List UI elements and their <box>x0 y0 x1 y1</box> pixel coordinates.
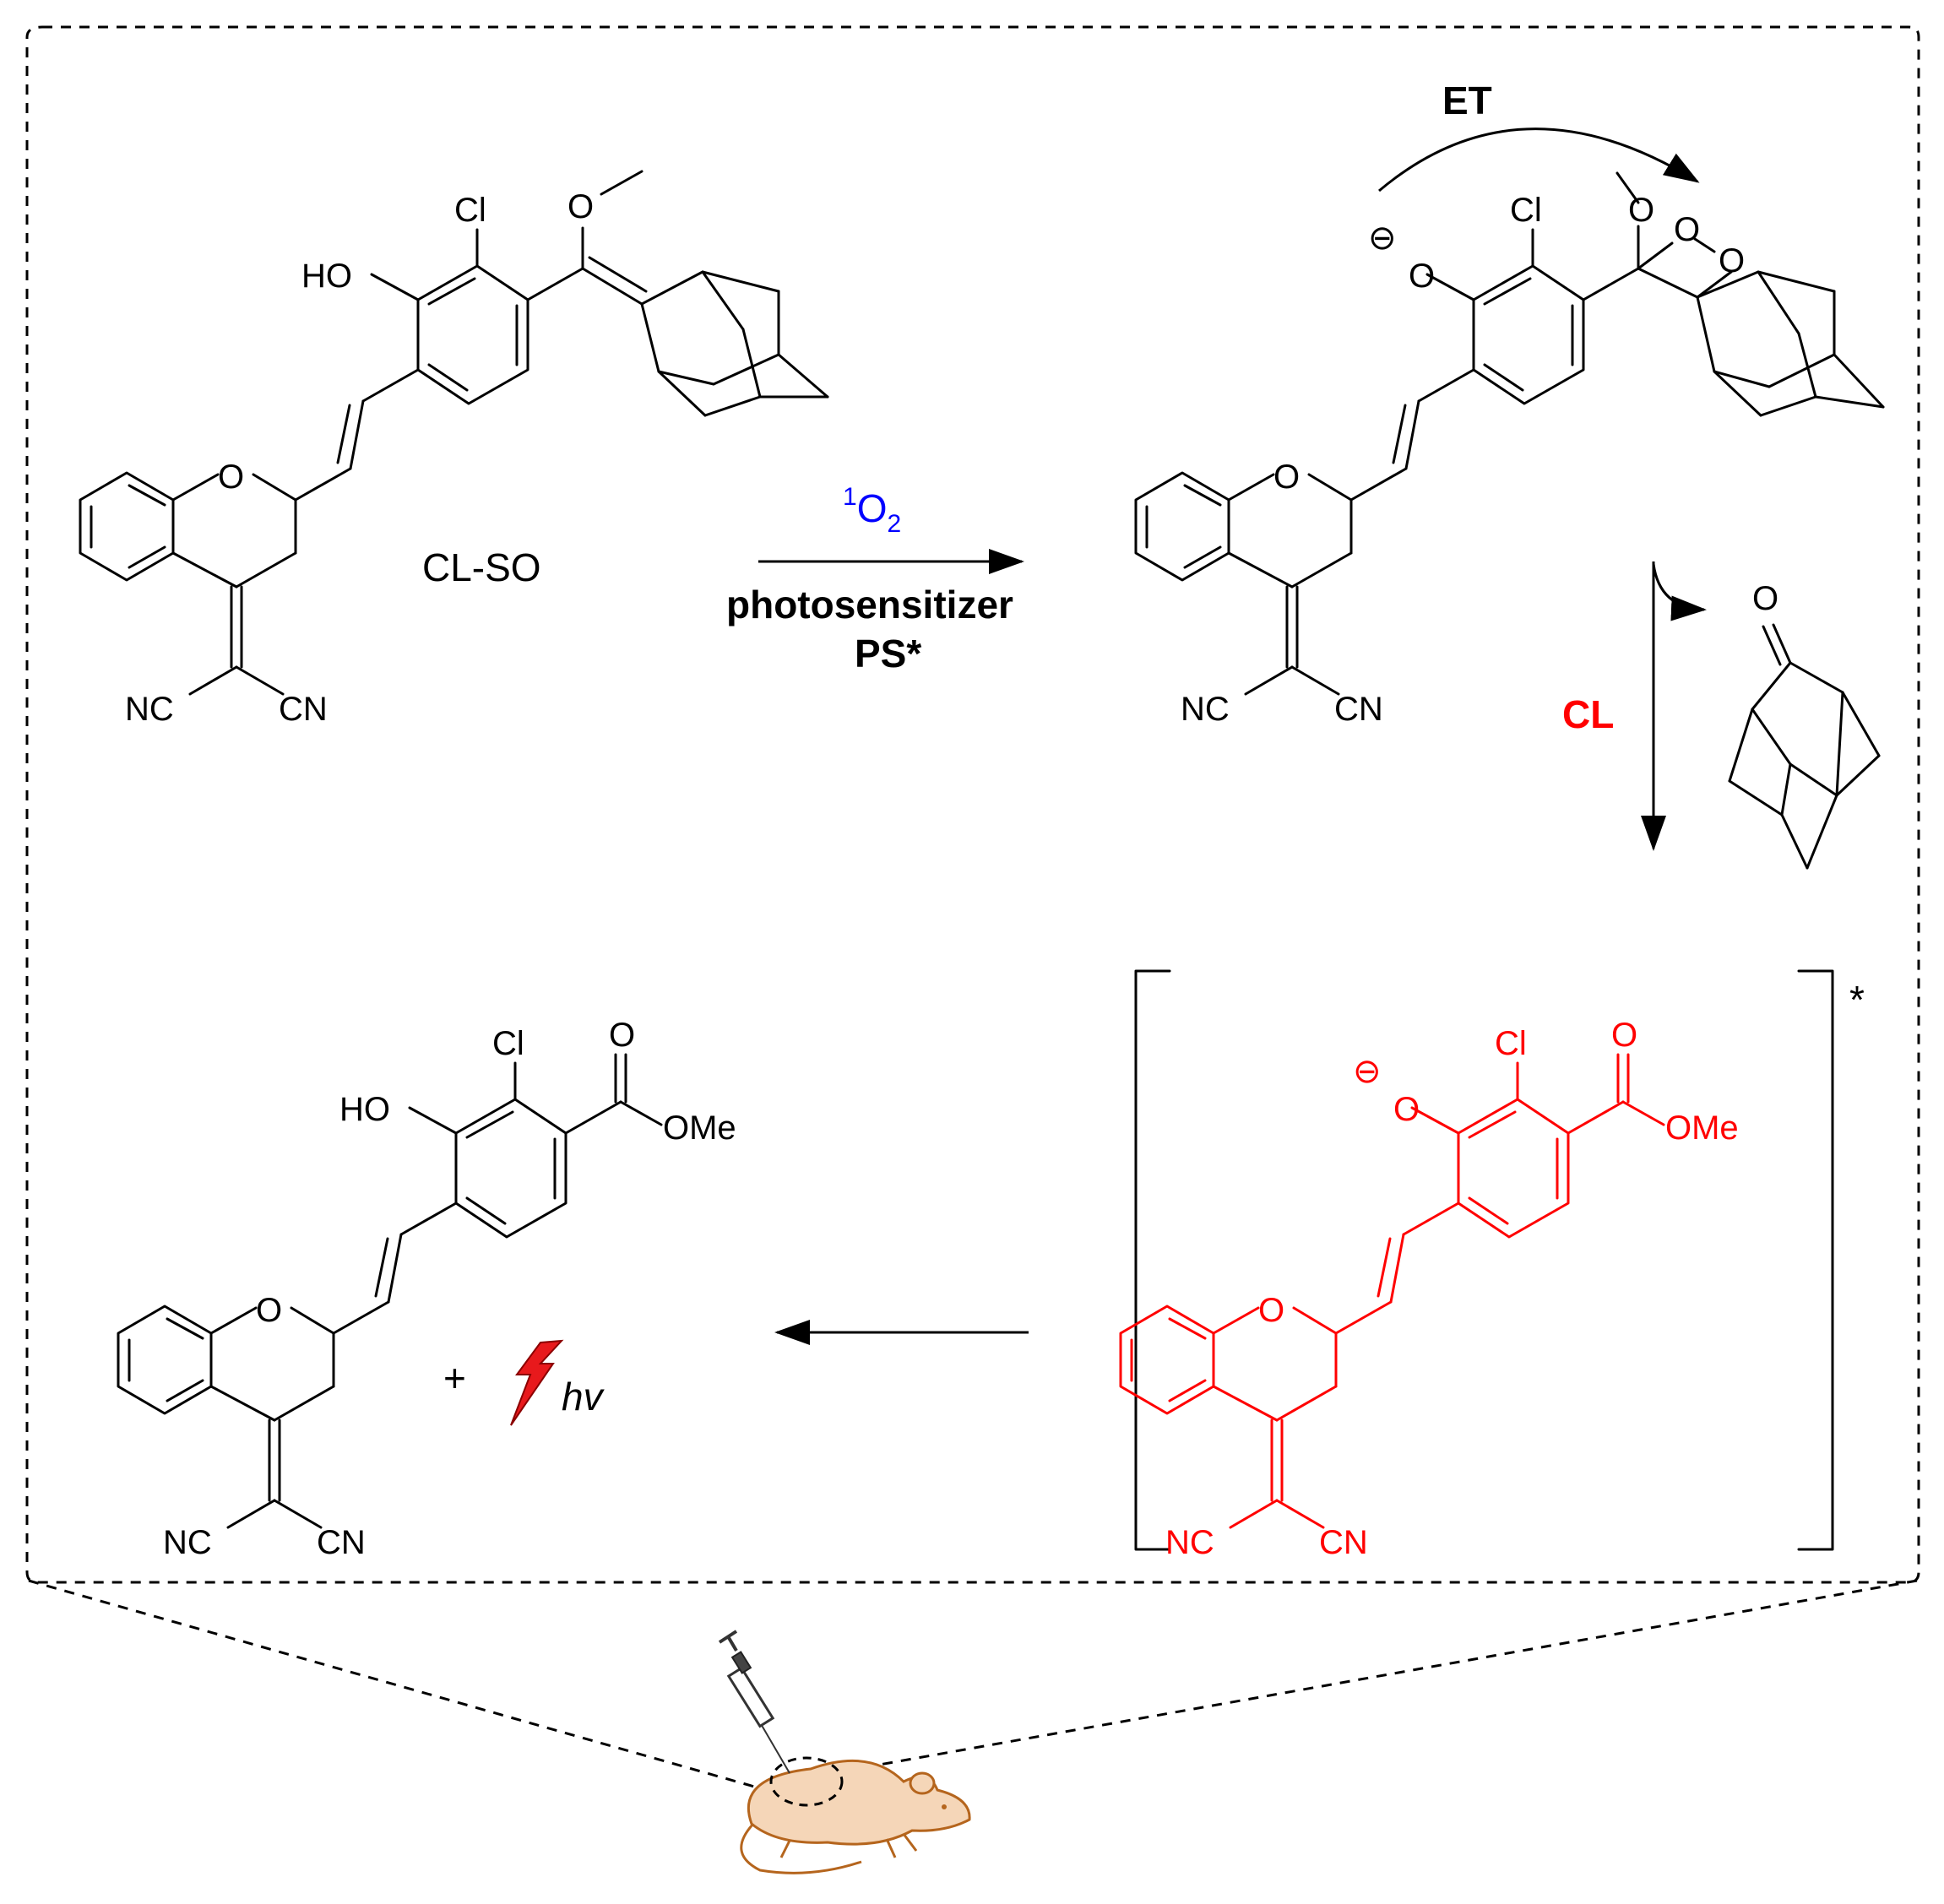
condition-ps: PS* <box>855 632 921 675</box>
syringe-icon <box>718 1630 790 1774</box>
negative-charge: ⊖ <box>1353 1053 1382 1090</box>
atom-o-pyran: O <box>218 458 244 496</box>
atom-o-methoxy: O <box>1628 192 1654 229</box>
plus-sign: + <box>443 1356 466 1400</box>
atom-ome: OMe <box>663 1109 736 1147</box>
atom-o-peroxide-1: O <box>1674 211 1700 248</box>
atom-o-pyran: O <box>1258 1292 1284 1329</box>
label-et: ET <box>1442 79 1492 122</box>
atom-cl: Cl <box>1510 192 1542 229</box>
molecule-adamantanone: O <box>1728 580 1881 870</box>
atom-cn: CN <box>1334 691 1383 728</box>
compound-label-cl-so: CL-SO <box>422 545 541 589</box>
atom-ome: OMe <box>1665 1109 1739 1147</box>
atom-o-methoxy: O <box>567 188 594 225</box>
dashed-frame <box>25 25 1920 1584</box>
atom-cn: CN <box>317 1524 366 1561</box>
atom-nc: NC <box>1165 1524 1214 1561</box>
negative-charge: ⊖ <box>1368 220 1397 257</box>
atom-ho: HO <box>339 1091 390 1128</box>
atom-nc: NC <box>1181 691 1230 728</box>
atom-cn: CN <box>1319 1524 1368 1561</box>
atom-nc: NC <box>125 691 174 728</box>
atom-o-phenolate: O <box>1393 1091 1420 1128</box>
atom-cl: Cl <box>454 192 486 229</box>
molecule-final-product: O NC CN HO Cl O OMe <box>117 1017 736 1561</box>
atom-cl: Cl <box>492 1025 524 1062</box>
mouse-icon <box>740 1756 971 1874</box>
zoom-line-left <box>28 1579 782 1796</box>
reagent-singlet-oxygen: 1O2 <box>843 483 901 538</box>
molecule-dioxetane: O NC CN O ⊖ Cl O O O <box>1134 171 1885 728</box>
atom-cl: Cl <box>1495 1025 1527 1062</box>
condition-photosensitizer: photosensitizer <box>726 583 1013 627</box>
molecule-cl-so: O NC CN HO Cl O <box>79 170 829 728</box>
atom-o-pyran: O <box>256 1292 282 1329</box>
atom-o-peroxide-2: O <box>1719 242 1745 279</box>
atom-o-ketone: O <box>1752 580 1778 617</box>
atom-o-phenolate: O <box>1409 258 1435 295</box>
zoom-line-right <box>831 1579 1918 1775</box>
atom-nc: NC <box>163 1524 212 1561</box>
reaction-arrow-1o2: 1O2 photosensitizer PS* <box>726 483 1024 675</box>
bracket <box>1134 969 1834 1551</box>
lightning-icon <box>510 1339 564 1426</box>
atom-o-carbonyl: O <box>1611 1017 1637 1054</box>
label-hv: hv <box>562 1375 605 1419</box>
release-arrow <box>1652 563 1707 621</box>
et-arrow <box>1378 127 1700 193</box>
molecule-excited-product: O NC CN O ⊖ Cl O OMe <box>1119 1017 1739 1561</box>
atom-o-pyran: O <box>1273 458 1300 496</box>
atom-cn: CN <box>279 691 328 728</box>
excited-state-asterisk: * <box>1849 978 1865 1022</box>
atom-ho: HO <box>301 258 352 295</box>
label-cl: CL <box>1562 692 1614 736</box>
atom-o-carbonyl: O <box>609 1017 635 1054</box>
